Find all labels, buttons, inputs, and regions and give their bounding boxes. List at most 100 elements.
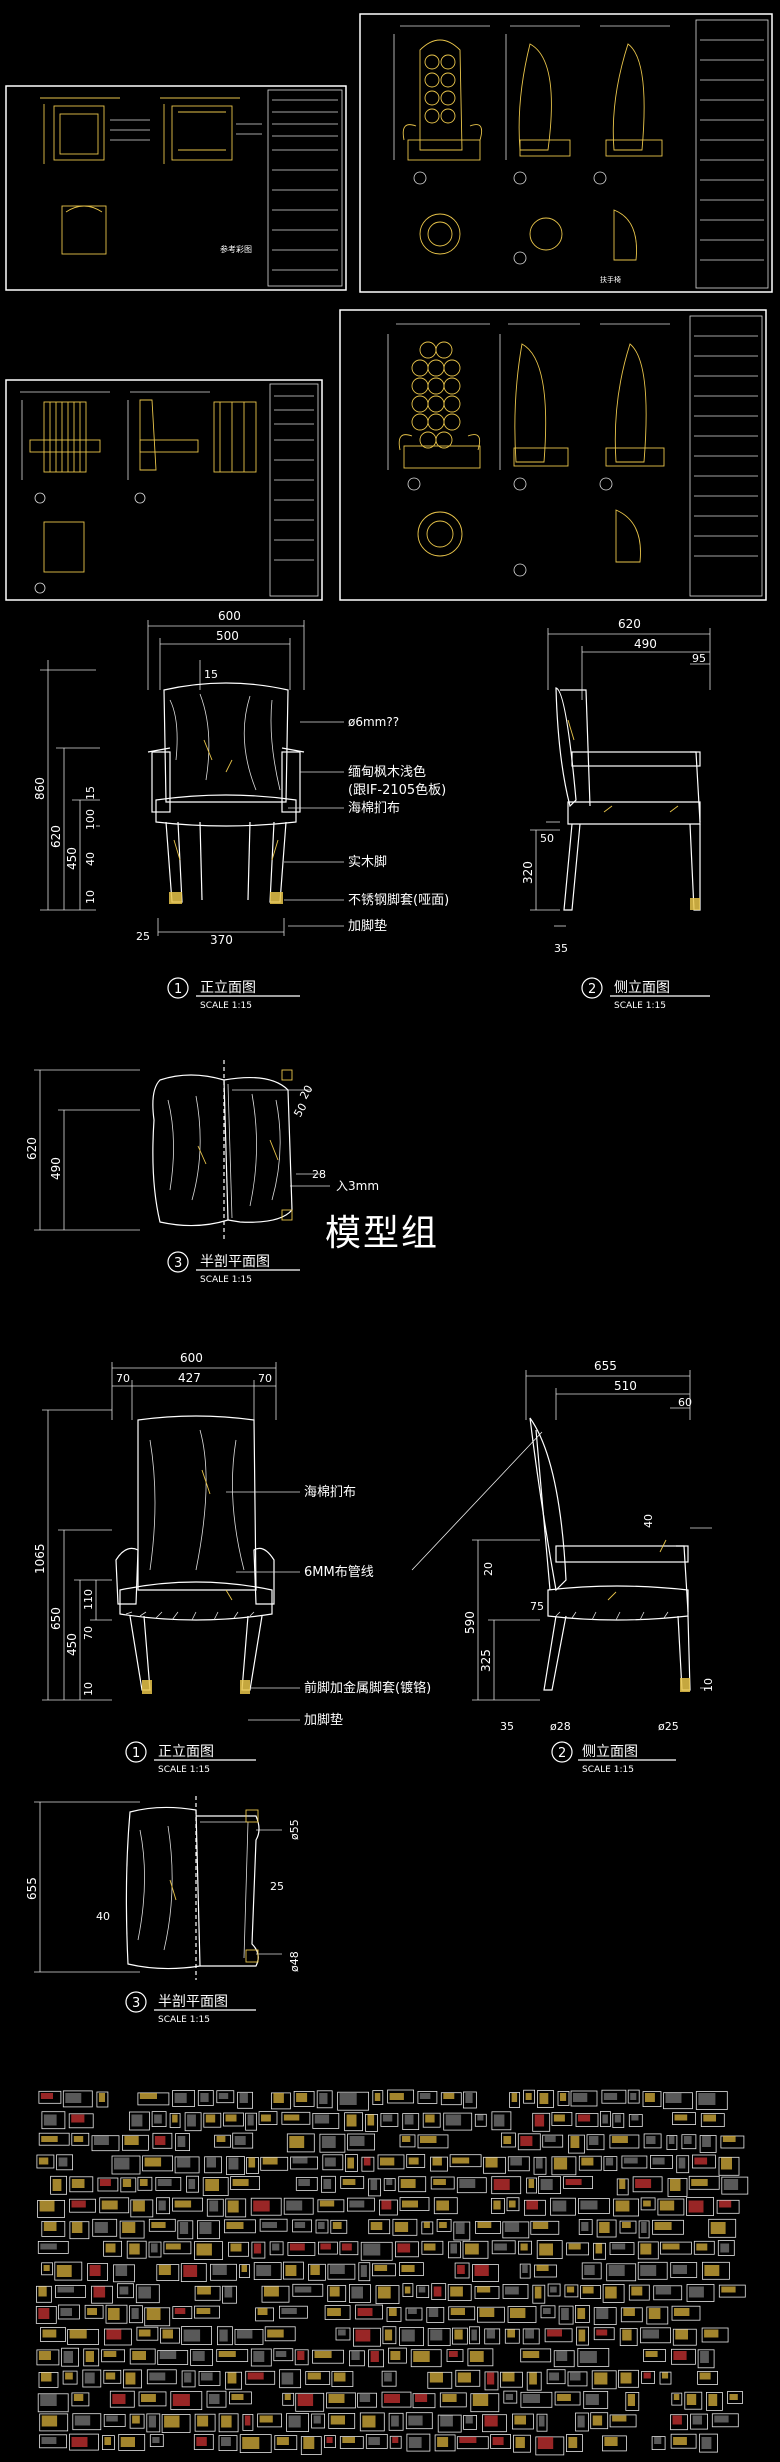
thumbnail-sheet bbox=[593, 2242, 606, 2260]
thumbnail-content bbox=[686, 2394, 697, 2405]
thumbnail-sheet bbox=[91, 2285, 113, 2304]
thumbnail-content bbox=[378, 2286, 391, 2299]
thumbnail-content bbox=[209, 2200, 219, 2212]
thumbnail-content bbox=[103, 2351, 117, 2357]
thumbnail-sheet bbox=[163, 2241, 192, 2255]
thumbnail-content bbox=[552, 2200, 567, 2212]
thumbnail-content bbox=[665, 2093, 682, 2103]
thumbnail-content bbox=[415, 2394, 428, 2402]
thumbnail-sheet bbox=[99, 2197, 130, 2214]
thumbnail-sheet bbox=[335, 2327, 351, 2341]
thumbnail-content bbox=[89, 2265, 101, 2276]
note-v2front-2: 6MM布管线 bbox=[304, 1565, 374, 1580]
thumbnail-grid bbox=[35, 2089, 749, 2456]
thumbnail-sheet bbox=[700, 2113, 725, 2128]
thumbnail-sheet bbox=[642, 2091, 662, 2108]
thumbnail-sheet bbox=[427, 2371, 453, 2389]
thumbnail-sheet bbox=[540, 2305, 556, 2319]
thumbnail-content bbox=[281, 2372, 294, 2385]
thumbnail-content bbox=[351, 2286, 363, 2299]
thumbnail-content bbox=[465, 2415, 473, 2424]
thumbnail-sheet bbox=[327, 2285, 347, 2302]
thumbnail-sheet bbox=[422, 2112, 441, 2128]
thumbnail-sheet bbox=[711, 2413, 739, 2428]
thumbnail-sheet bbox=[230, 2176, 261, 2191]
thumbnail-content bbox=[619, 2179, 626, 2189]
thumbnail-sheet bbox=[532, 2112, 551, 2132]
dim-v2plan-25: 25 bbox=[270, 1880, 284, 1893]
thumbnail-content bbox=[52, 2179, 62, 2191]
thumbnail-content bbox=[253, 2200, 270, 2212]
thumbnail-sheet bbox=[69, 2198, 96, 2213]
thumbnail-sheet bbox=[701, 2327, 729, 2343]
thumbnail-sheet bbox=[436, 2218, 452, 2232]
dim-v2front-1065: 1065 bbox=[33, 1543, 47, 1574]
view2-front-title: 正立面图 bbox=[158, 1744, 214, 1760]
thumbnail-content bbox=[510, 2308, 526, 2318]
thumbnail-content bbox=[201, 2372, 213, 2381]
thumbnail-sheet bbox=[406, 2433, 431, 2452]
thumbnail-sheet bbox=[54, 2261, 83, 2281]
thumbnail-sheet bbox=[113, 2264, 135, 2283]
thumbnail-sheet bbox=[194, 2241, 223, 2261]
thumbnail-sheet bbox=[387, 2347, 407, 2364]
thumbnail-sheet bbox=[111, 2155, 141, 2175]
thumbnail-content bbox=[71, 2179, 85, 2188]
thumbnail-sheet bbox=[430, 2176, 455, 2190]
thumbnail-content bbox=[196, 2308, 211, 2314]
thumbnail-content bbox=[596, 2329, 608, 2336]
thumbnail-sheet bbox=[439, 2392, 467, 2408]
thumbnail-sheet bbox=[172, 2306, 193, 2320]
thumbnail-content bbox=[227, 2372, 237, 2384]
dim-front-15b: 15 bbox=[84, 786, 97, 800]
thumbnail-sheet bbox=[625, 2391, 640, 2411]
thumbnail-sheet bbox=[92, 2218, 118, 2237]
thumbnail-content bbox=[349, 2136, 365, 2146]
thumbnail-sheet bbox=[581, 2262, 602, 2280]
thumbnail-sheet bbox=[522, 2328, 540, 2345]
thumbnail-sheet bbox=[568, 2134, 585, 2154]
thumbnail-content bbox=[146, 2308, 161, 2320]
thumbnail-sheet bbox=[491, 2240, 516, 2255]
thumbnail-content bbox=[84, 2372, 95, 2384]
thumbnail-sheet bbox=[156, 2264, 180, 2282]
thumbnail-sheet bbox=[97, 2177, 119, 2192]
thumbnail-content bbox=[324, 2157, 336, 2167]
dim-front-10: 10 bbox=[84, 890, 97, 904]
thumbnail-content bbox=[450, 2286, 463, 2297]
thumbnail-content bbox=[419, 2093, 431, 2099]
thumbnail-content bbox=[445, 2114, 462, 2126]
thumbnail-sheet bbox=[536, 2413, 548, 2432]
thumbnail-sheet bbox=[146, 2369, 177, 2385]
thumbnail-content bbox=[40, 2093, 53, 2099]
view2-side-scale: SCALE 1:15 bbox=[582, 1765, 634, 1775]
thumbnail-content bbox=[151, 2243, 158, 2253]
thumbnail-content bbox=[510, 2157, 522, 2166]
view2-side-number: 2 bbox=[558, 1746, 566, 1761]
thumbnail-content bbox=[457, 2265, 465, 2274]
thumbnail-content bbox=[284, 2394, 291, 2400]
thumbnail-content bbox=[577, 2415, 585, 2428]
thumbnail-sheet bbox=[312, 2112, 340, 2129]
thumbnail-sheet bbox=[398, 2262, 424, 2277]
thumbnail-sheet bbox=[104, 2328, 132, 2346]
dim-v2front-10: 10 bbox=[82, 1682, 95, 1696]
view2-front-number: 1 bbox=[132, 1746, 140, 1761]
thumbnail-sheet bbox=[602, 2283, 625, 2303]
dim-v2plan-55: ø55 bbox=[288, 1819, 301, 1840]
thumbnail-sheet bbox=[431, 2283, 447, 2301]
thumbnail-sheet bbox=[202, 2177, 229, 2197]
thumbnail-content bbox=[188, 2179, 196, 2189]
thumbnail-content bbox=[437, 2437, 449, 2447]
view1-side-elevation: 620 490 95 50 320 35 2 侧立面图 SCALE 1:15 bbox=[521, 617, 711, 1011]
thumbnail-content bbox=[522, 2351, 540, 2358]
thumbnail-content bbox=[333, 2372, 346, 2382]
thumbnail-sheet bbox=[339, 2241, 359, 2256]
thumbnail-sheet bbox=[196, 2220, 220, 2240]
sheet-top-right-footer: 扶手椅 bbox=[600, 275, 621, 284]
thumbnail-content bbox=[425, 2114, 435, 2123]
thumbnail-content bbox=[231, 2394, 244, 2400]
thumbnail-content bbox=[577, 2308, 586, 2319]
thumbnail-sheet bbox=[575, 2304, 590, 2323]
view1-plan: 620 490 20 50 28 入3mm 3 半剖平面图 SCALE 1:15 bbox=[25, 1060, 379, 1285]
